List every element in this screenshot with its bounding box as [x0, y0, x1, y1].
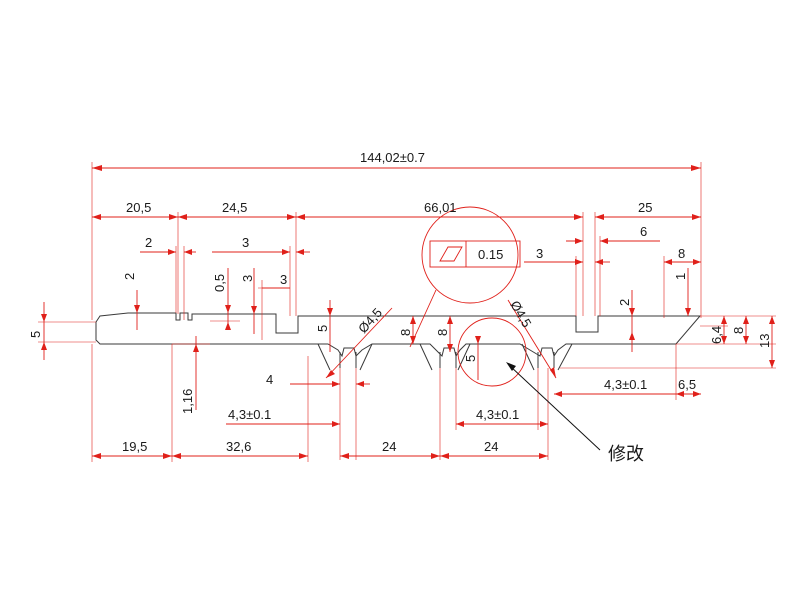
dim-13: 13 [757, 334, 772, 348]
modification-note: 修改 [506, 362, 644, 465]
dim-3-small: 3 [280, 272, 287, 287]
flatness-value: 0.15 [478, 247, 503, 262]
dim-4-3-left: 4,3±0.1 [228, 407, 271, 422]
dim-3-a: 3 [242, 235, 249, 250]
overall-width-dimension: 144,02±0.7 [91, 150, 702, 320]
second-row-dimensions: 2 3 3 6 8 [140, 224, 701, 320]
dim-6: 6 [640, 224, 647, 239]
dim-32-6: 32,6 [226, 439, 251, 454]
top-row-dimensions: 20,5 24,5 66,01 25 [92, 200, 701, 316]
dim-2-right: 2 [617, 299, 632, 306]
slot-depth-dimensions: 8 8 5 [398, 316, 481, 380]
dim-24-b: 24 [484, 439, 498, 454]
right-side-dimensions: 2 1 6,4 8 13 6,5 4,3±0.1 [554, 268, 776, 400]
dim-1-16: 1,16 [180, 389, 195, 414]
dim-24-a: 24 [382, 439, 396, 454]
dim-24-5: 24,5 [222, 200, 247, 215]
modification-label: 修改 [608, 444, 644, 465]
dim-3-vert-a: 3 [240, 275, 255, 282]
profile-outline [95, 312, 702, 371]
dim-5-left: 5 [28, 331, 43, 338]
dim-4-3-right: 4,3±0.1 [604, 377, 647, 392]
dim-4-3-center: 4,3±0.1 [476, 407, 519, 422]
dim-5-left-slot: 5 [315, 325, 330, 332]
dim-8-slot-a: 8 [398, 329, 413, 336]
dim-6-5: 6,5 [678, 377, 696, 392]
dim-4-groove: 4 [266, 372, 273, 387]
flatness-tolerance-frame: 0.15 [429, 240, 521, 268]
dim-8-slot-b: 8 [435, 329, 450, 336]
dim-3-b: 3 [536, 246, 543, 261]
dim-8-top: 8 [678, 246, 685, 261]
dim-25: 25 [638, 200, 652, 215]
dim-1: 1 [673, 273, 688, 280]
flatness-callout-circle [421, 206, 519, 304]
dim-6-4: 6,4 [709, 326, 724, 344]
left-height-dimension: 5 [28, 302, 96, 360]
dim-5-slot: 5 [463, 355, 478, 362]
overall-width-label: 144,02±0.7 [360, 150, 425, 165]
dim-66-01: 66,01 [424, 200, 457, 215]
groove-dimensions: 4 4,3±0.1 4,3±0.1 [226, 368, 549, 460]
modified-detail-circle [457, 317, 527, 387]
dim-2-vert: 2 [122, 273, 137, 280]
dim-2-left: 2 [145, 235, 152, 250]
bottom-row-dimensions: 19,5 32,6 24 24 [91, 344, 548, 462]
dim-20-5: 20,5 [126, 200, 151, 215]
dim-19-5: 19,5 [122, 439, 147, 454]
dim-0-5: 0,5 [212, 274, 227, 292]
left-vertical-dimensions: 2 0,5 3 3 5 1,16 [122, 268, 333, 414]
diameter-dimensions: Ø4,5 Ø4,5 [325, 298, 557, 379]
dim-dia-right: Ø4,5 [507, 298, 534, 330]
dim-8-right: 8 [731, 327, 746, 334]
